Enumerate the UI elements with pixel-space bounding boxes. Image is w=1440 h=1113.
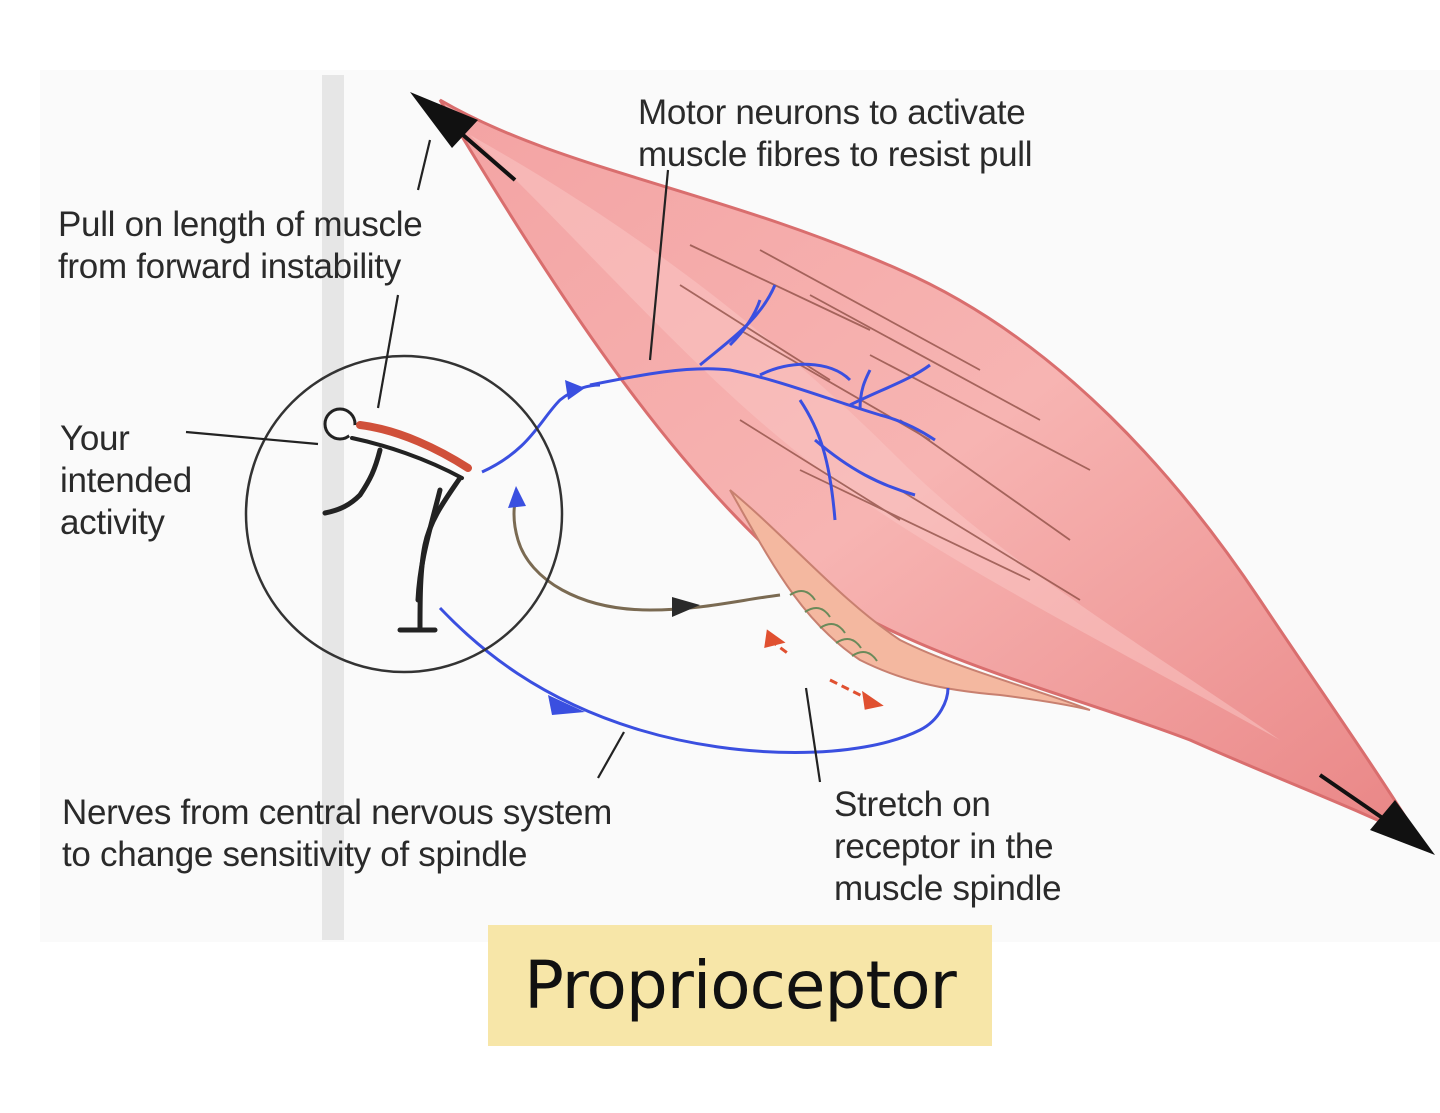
label-pull-on-muscle: Pull on length of muscle from forward in… <box>58 205 423 286</box>
muscle-highlight <box>470 135 1280 740</box>
label-stretch-receptor: Stretch on receptor in the muscle spindl… <box>834 785 1062 908</box>
title-text: Proprioceptor <box>524 947 957 1024</box>
label-motor-neurons: Motor neurons to activate muscle fibres … <box>638 93 1033 174</box>
fusimotor-nerve-path <box>438 606 950 754</box>
bending-person-figure <box>322 407 472 633</box>
title-banner: Proprioceptor <box>488 925 992 1046</box>
stretch-arrows <box>764 629 884 710</box>
motor-output-path <box>481 380 601 474</box>
leader-lines <box>185 139 822 783</box>
motor-nerve-branches <box>589 284 936 521</box>
vertical-divider <box>322 75 344 940</box>
label-intended-activity: Your intended activity <box>60 419 192 542</box>
intended-activity-circle <box>244 354 564 674</box>
sensory-input-path <box>508 486 781 617</box>
label-nerves-cns: Nerves from central nervous system to ch… <box>62 793 612 874</box>
pull-arrow-bottom <box>1318 773 1435 855</box>
muscle-spindle <box>729 489 1091 711</box>
pull-arrow-top <box>410 92 517 182</box>
spindle-coils <box>789 590 878 662</box>
